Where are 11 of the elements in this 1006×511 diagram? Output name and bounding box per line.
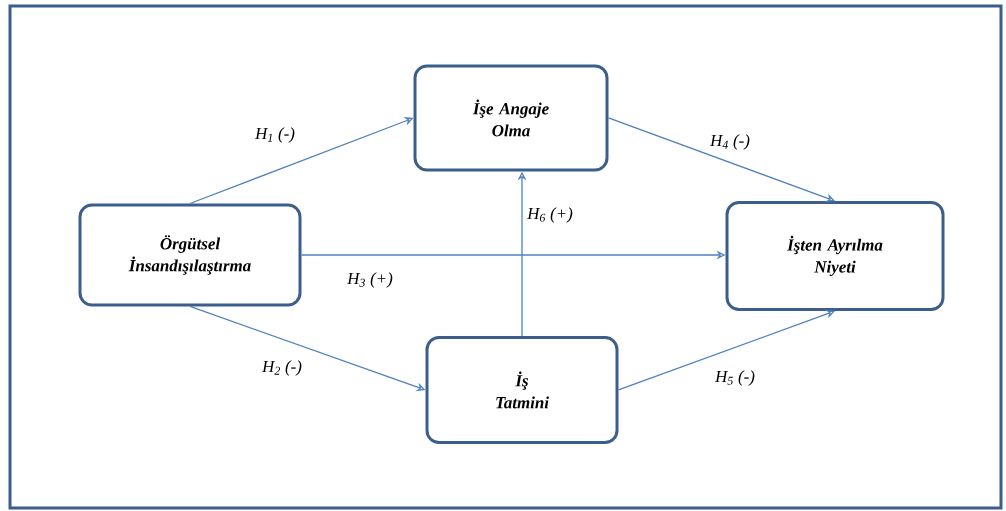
- edge-label: H$_{4}$ (-): [709, 133, 751, 151]
- concept-box: İş Tatmini: [425, 336, 619, 444]
- edge-label: H$_{2}$ (-): [261, 359, 303, 377]
- concept-box: İşe Angaje Olma: [413, 64, 609, 172]
- concept-box: Örgütsel İnsandışılaştırma: [78, 203, 302, 307]
- edge-label: H$_{1}$ (-): [254, 126, 296, 144]
- arrow: [617, 309, 835, 391]
- edge-label: H$_{6}$ (+): [526, 206, 574, 224]
- edge-label: H$_{5}$ (-): [714, 369, 756, 387]
- concept-box: İşten Ayrılma Niyeti: [725, 201, 945, 311]
- edge-label: H$_{3}$ (+): [346, 271, 394, 289]
